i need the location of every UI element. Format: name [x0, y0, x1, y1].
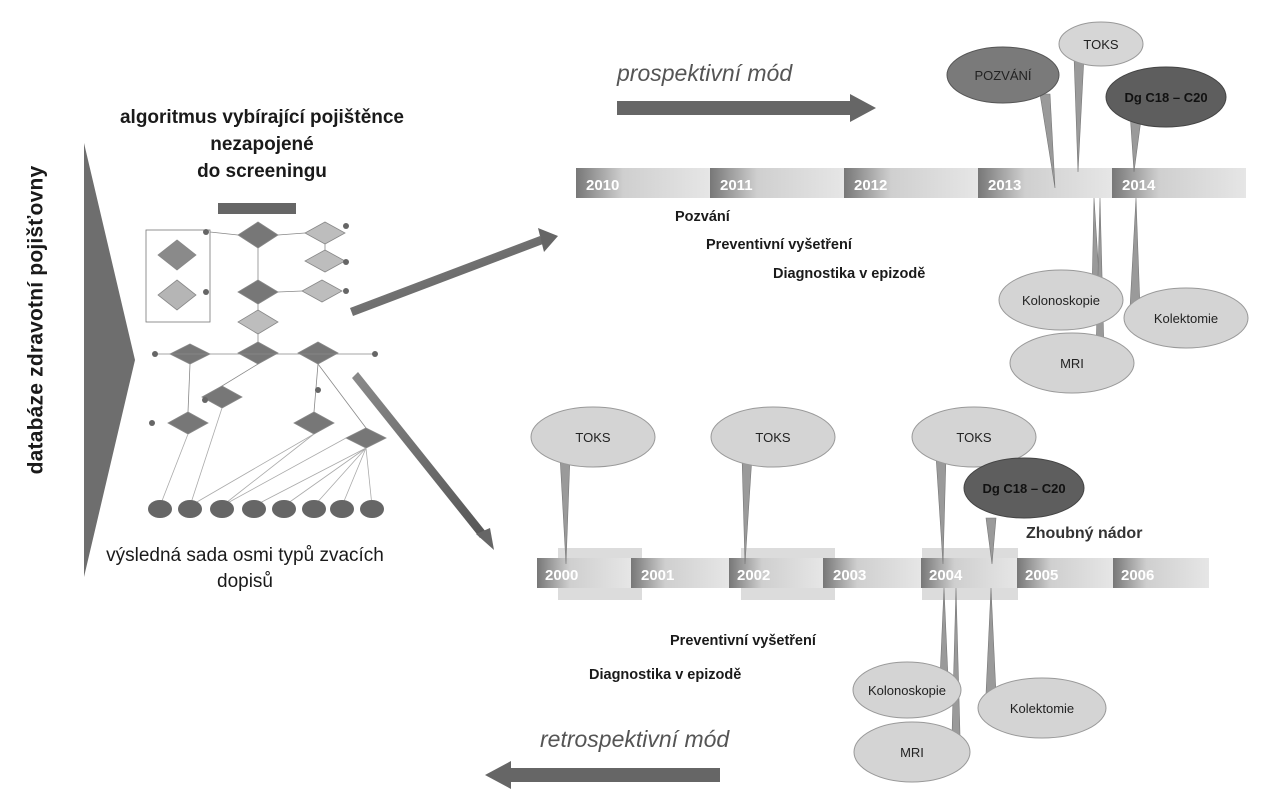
- svg-text:2013: 2013: [988, 177, 1021, 194]
- colectomy-callout-retro: [977, 677, 1107, 739]
- retrospective-years: 2000 2001 2002 2003 2004 2005 2006: [545, 567, 1154, 584]
- colonoscopy-label-retro: Kolonoskopie: [868, 683, 946, 698]
- diagnosis-callout-retro: [963, 457, 1085, 519]
- invitation-label: POZVÁNÍ: [974, 68, 1031, 83]
- colectomy-callout: [1123, 287, 1249, 349]
- algorithm-title: algoritmus vybírající pojištěnce nezapoj…: [92, 104, 432, 185]
- malignant-tumor-label: Zhoubný nádor: [1026, 525, 1143, 542]
- toks-label-2002: TOKS: [755, 430, 790, 445]
- retrospective-preventive-label: Preventivní vyšetření: [670, 633, 816, 649]
- diagnosis-label-retro: Dg C18 – C20: [982, 481, 1065, 496]
- prospective-invitation-label: Pozvání: [675, 209, 730, 225]
- toks-label: TOKS: [1083, 37, 1118, 52]
- algorithm-title-line-3: do screeningu: [197, 161, 327, 182]
- invitation-callout: [946, 46, 1060, 104]
- mri-callout-retro: [853, 721, 971, 783]
- svg-text:2004: 2004: [929, 567, 963, 584]
- svg-text:2000: 2000: [545, 567, 578, 584]
- toks-callout: [1058, 21, 1144, 67]
- funnel-triangle: [84, 143, 135, 577]
- toks-callout-2000: [530, 406, 656, 468]
- colectomy-label: Kolektomie: [1154, 311, 1218, 326]
- diagnosis-label: Dg C18 – C20: [1124, 90, 1207, 105]
- colectomy-label-retro: Kolektomie: [1010, 701, 1074, 716]
- retrospective-diagnostics-label: Diagnostika v epizodě: [589, 667, 742, 683]
- prospective-diagnostics-label: Diagnostika v epizodě: [773, 266, 926, 282]
- colonoscopy-callout: [998, 269, 1124, 331]
- colonoscopy-callout-retro: [852, 661, 962, 719]
- mri-label-retro: MRI: [900, 745, 924, 760]
- svg-text:2002: 2002: [737, 567, 770, 584]
- toks-callout-2004: [911, 406, 1037, 468]
- svg-text:2006: 2006: [1121, 567, 1154, 584]
- arrow-to-retrospective: [352, 372, 494, 550]
- colonoscopy-label: Kolonoskopie: [1022, 293, 1100, 308]
- svg-text:2010: 2010: [586, 177, 619, 194]
- svg-text:2003: 2003: [833, 567, 866, 584]
- diagnosis-callout: [1105, 66, 1227, 128]
- algorithm-subtitle-line-2: dopisů: [217, 571, 273, 592]
- svg-text:2014: 2014: [1122, 177, 1156, 194]
- toks-label-2000: TOKS: [575, 430, 610, 445]
- prospective-arrow: [617, 94, 876, 122]
- svg-text:2012: 2012: [854, 177, 887, 194]
- toks-label-2004: TOKS: [956, 430, 991, 445]
- svg-text:2005: 2005: [1025, 567, 1058, 584]
- svg-text:2011: 2011: [720, 177, 753, 194]
- prospective-mode-label: prospektivní mód: [617, 60, 793, 86]
- algorithm-title-line-2: nezapojené: [210, 134, 314, 155]
- algorithm-title-line-1: algoritmus vybírající pojištěnce: [119, 107, 405, 128]
- prospective-timeline: [576, 168, 1246, 198]
- toks-callout-2002: [710, 406, 836, 468]
- flowchart-thumbnail: [145, 203, 387, 518]
- retrospective-timeline: [537, 548, 1209, 600]
- retrospective-mode-label: retrospektivní mód: [540, 726, 730, 752]
- mri-callout: [1009, 332, 1135, 394]
- svg-text:2001: 2001: [641, 567, 674, 584]
- prospective-years: 2010 2011 2012 2013 2014: [586, 177, 1156, 194]
- algorithm-subtitle-line-1: výsledná sada osmi typů zvacích: [106, 545, 384, 566]
- prospective-preventive-label: Preventivní vyšetření: [706, 237, 852, 253]
- arrow-to-prospective: [350, 228, 558, 316]
- algorithm-subtitle: výsledná sada osmi typů zvacích dopisů: [80, 543, 410, 595]
- mri-label: MRI: [1060, 356, 1084, 371]
- retrospective-arrow: [485, 761, 720, 789]
